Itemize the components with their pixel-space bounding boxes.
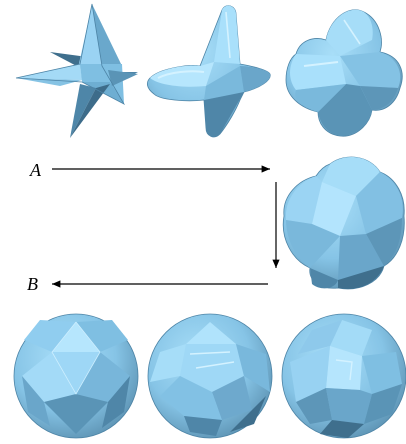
panel-sphere-clustered: [281, 313, 406, 439]
panel-sphere-partial: [147, 313, 273, 439]
panel-blob-lobed: [285, 9, 403, 137]
label-a: A: [29, 160, 42, 180]
panel-blob-clustered: [282, 156, 405, 290]
panel-star-rounded: [146, 5, 271, 138]
panel-star-sharp: [15, 3, 138, 138]
panel-sphere-icosahedral: [13, 313, 139, 439]
label-b: B: [27, 274, 38, 294]
